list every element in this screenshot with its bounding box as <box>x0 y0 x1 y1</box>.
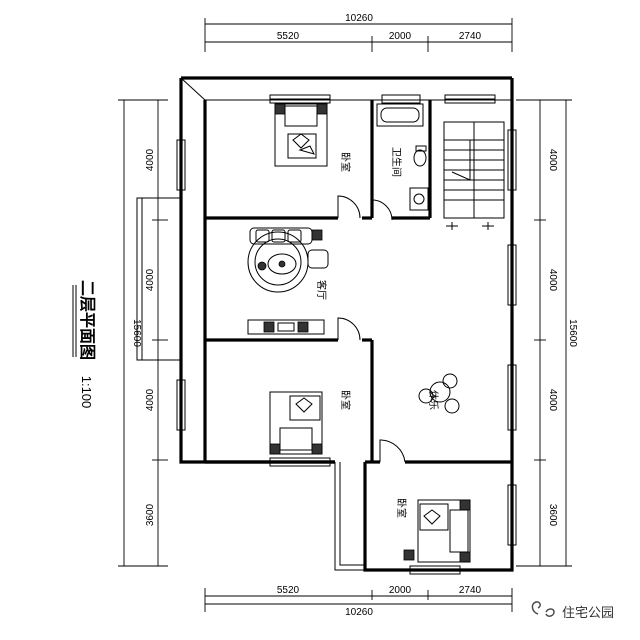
right-segment-1: 4000 <box>547 149 558 172</box>
bottom-segment-1: 5520 <box>277 585 300 596</box>
right-total-dimension: 15600 <box>567 319 578 347</box>
watermark-logo-icon <box>531 601 555 617</box>
staircase <box>443 121 505 230</box>
bottom-dimension-lines <box>204 588 513 612</box>
right-segment-4: 3600 <box>547 504 558 527</box>
room-label-bedroom-top: 卧室 <box>339 152 352 172</box>
interior-walls <box>203 100 512 464</box>
left-segment-4: 3600 <box>145 503 156 526</box>
bottom-total-dimension: 10260 <box>345 607 373 618</box>
top-segment-2: 2000 <box>389 31 412 42</box>
right-segment-2: 4000 <box>547 269 558 292</box>
windows <box>176 94 517 575</box>
top-total-dimension: 10260 <box>345 13 373 24</box>
tv-cabinet <box>247 319 325 335</box>
bed-bottom <box>403 499 471 563</box>
left-segment-3: 4000 <box>145 388 156 411</box>
bottom-segment-3: 2740 <box>459 585 482 596</box>
left-segment-1: 4000 <box>145 148 156 171</box>
left-dimension-lines <box>118 99 168 567</box>
room-label-living: 客厅 <box>315 280 328 300</box>
bed-middle <box>269 391 323 455</box>
top-segment-1: 5520 <box>277 31 300 42</box>
right-dimension-lines <box>516 99 572 567</box>
bottom-segment-2: 2000 <box>389 585 412 596</box>
left-segment-2: 4000 <box>145 268 156 291</box>
right-segment-3: 4000 <box>547 389 558 412</box>
living-room-sofa <box>247 227 329 293</box>
room-label-bedroom-middle: 卧室 <box>339 390 352 410</box>
leisure-table-chairs <box>418 373 460 414</box>
room-label-bedroom-bottom: 卧室 <box>395 498 408 518</box>
room-label-leisure: 休乐 <box>427 390 439 410</box>
bed-top <box>274 103 328 167</box>
drawing-title: 二层平面图 <box>78 280 97 360</box>
top-segment-3: 2740 <box>459 31 482 42</box>
drawing-scale: 1:100 <box>79 376 94 409</box>
watermark-text: 住宅公园 <box>562 606 614 621</box>
top-dimension-lines <box>204 18 513 52</box>
room-label-bathroom: 卫生间 <box>390 147 403 177</box>
bathroom-fixtures <box>376 103 429 211</box>
doors <box>337 195 406 463</box>
